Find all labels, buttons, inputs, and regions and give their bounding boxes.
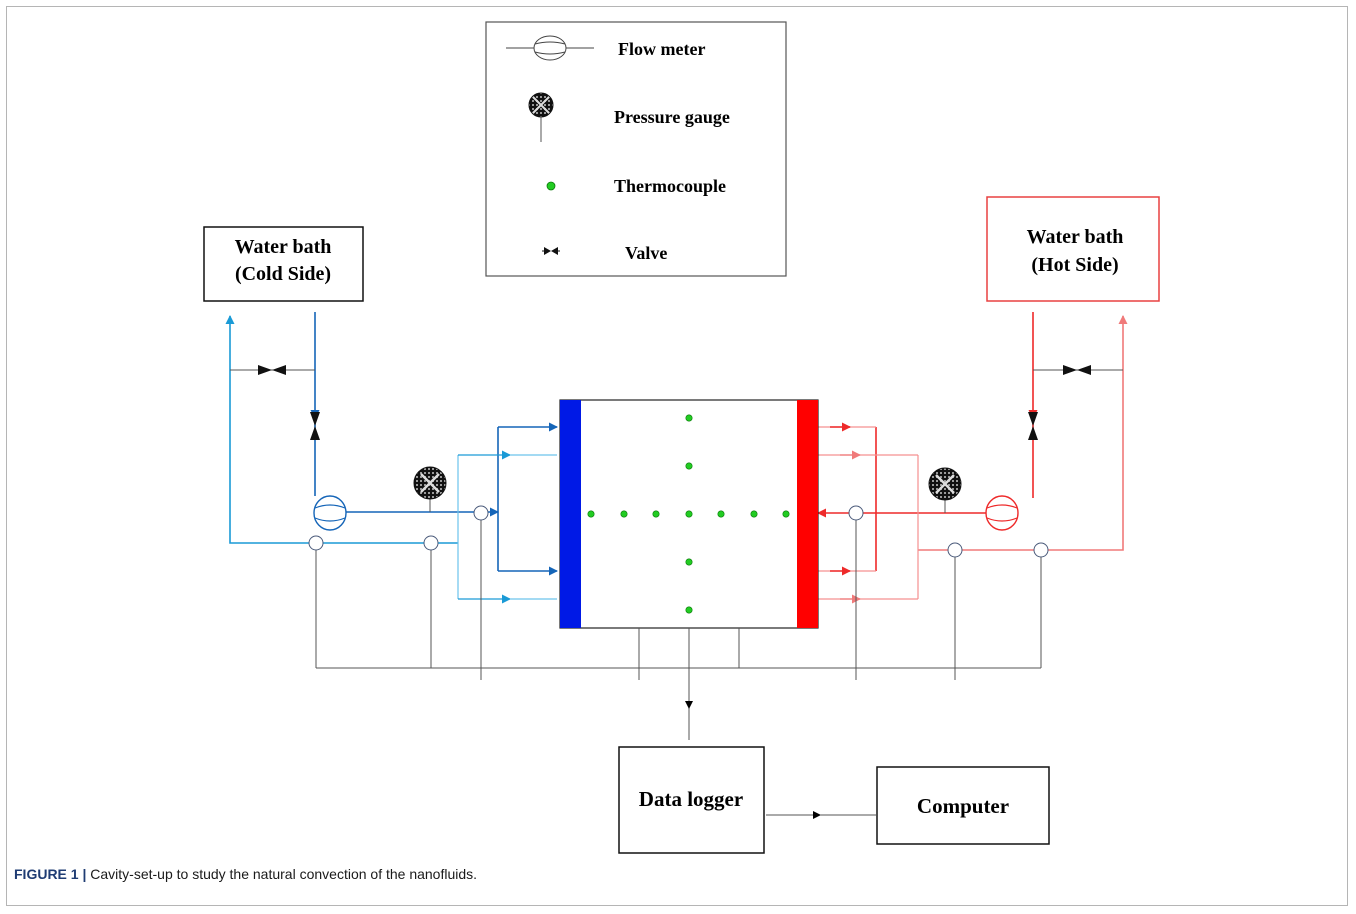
hot-wall <box>797 400 818 628</box>
signal-wiring <box>315 513 1042 819</box>
hot-water-bath-box: Water bath (Hot Side) <box>986 196 1160 302</box>
thermocouple-grid <box>587 414 790 614</box>
hot-bath-subtitle: (Hot Side) <box>1031 254 1118 276</box>
temperature-sensors <box>308 505 1049 558</box>
sensor-icon <box>423 535 439 551</box>
legend-box <box>485 21 787 277</box>
figure-frame <box>6 6 1348 906</box>
thermocouple-icon <box>652 510 660 518</box>
computer-label: Computer <box>917 794 1009 818</box>
sensor-icon <box>1033 542 1049 558</box>
sensor-icon <box>473 505 489 521</box>
thermocouple-icon <box>685 606 693 614</box>
thermocouple-icon <box>685 462 693 470</box>
legend-flow-meter-icon <box>506 35 594 61</box>
hot-flow-meter-icon <box>985 495 1019 531</box>
legend-pressure-gauge-icon <box>528 92 554 142</box>
sensor-icon <box>947 542 963 558</box>
hot-side-piping <box>817 312 1128 604</box>
thermocouple-icon <box>587 510 595 518</box>
cold-supply-valve-icon <box>310 412 320 440</box>
data-logger-box: Data logger <box>618 746 765 854</box>
hot-bypass-valve-icon <box>1063 365 1091 375</box>
cavity <box>559 399 819 629</box>
cold-bath-title: Water bath <box>235 236 332 258</box>
sensor-icon <box>848 505 864 521</box>
hot-pressure-gauge-icon <box>928 467 962 513</box>
legend-thermocouple-label: Thermocouple <box>614 176 726 196</box>
thermocouple-icon <box>685 558 693 566</box>
cold-water-bath-box: Water bath (Cold Side) <box>203 226 364 302</box>
computer-box: Computer <box>876 766 1050 845</box>
hot-supply-valve-icon <box>1028 412 1038 440</box>
thermocouple-icon <box>782 510 790 518</box>
sensor-icon <box>308 535 324 551</box>
cold-pressure-gauge-icon <box>413 466 447 512</box>
legend-thermocouple-icon <box>546 181 556 191</box>
cold-flow-meter-icon <box>313 495 347 531</box>
cold-side-piping <box>225 312 558 604</box>
thermocouple-icon <box>685 414 693 422</box>
caption-text: Cavity-set-up to study the natural conve… <box>86 866 478 882</box>
data-logger-label: Data logger <box>639 787 743 811</box>
legend-valve-label: Valve <box>625 243 667 263</box>
legend-valve-icon <box>542 247 560 255</box>
thermocouple-icon <box>685 510 693 518</box>
legend-pressure-gauge-label: Pressure gauge <box>614 107 730 127</box>
figure-caption: FIGURE 1 | Cavity-set-up to study the na… <box>14 866 1334 882</box>
legend-flow-meter-label: Flow meter <box>618 39 705 59</box>
hot-bath-title: Water bath <box>1027 226 1124 248</box>
caption-label: FIGURE 1 | <box>14 866 87 882</box>
thermocouple-icon <box>717 510 725 518</box>
cold-bath-subtitle: (Cold Side) <box>235 263 331 285</box>
cold-wall <box>560 400 581 628</box>
cold-bypass-valve-icon <box>258 365 286 375</box>
thermocouple-icon <box>750 510 758 518</box>
thermocouple-icon <box>620 510 628 518</box>
